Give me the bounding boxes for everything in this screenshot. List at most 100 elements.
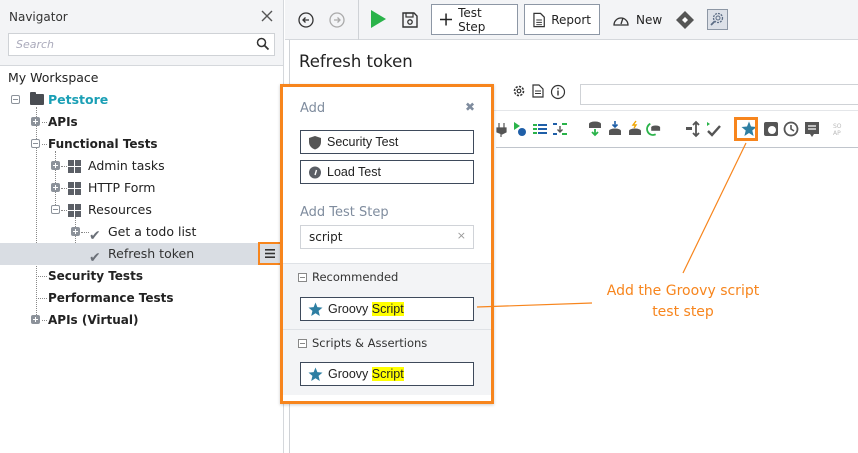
star-icon xyxy=(308,367,323,381)
save-disk-icon[interactable] xyxy=(400,10,420,30)
search-icon[interactable] xyxy=(256,37,270,51)
close-icon[interactable]: ✖ xyxy=(464,100,475,114)
svg-text:AP: AP xyxy=(833,130,841,137)
tree-item-petstore[interactable]: Petstore xyxy=(0,89,284,111)
tree-item-admin-tasks[interactable]: Admin tasks xyxy=(0,155,284,177)
add-security-test-button[interactable]: Security Test xyxy=(300,130,474,154)
add-test-step-heading: Add Test Step xyxy=(300,205,389,220)
tree-item-label: Refresh token xyxy=(108,246,195,261)
expand-icon[interactable] xyxy=(51,183,60,192)
info-icon[interactable] xyxy=(550,84,566,100)
new-label: New xyxy=(636,12,663,27)
tree-item-label: Security Tests xyxy=(48,269,143,283)
forward-arrow-icon[interactable] xyxy=(327,10,347,30)
gauge-icon xyxy=(309,166,321,179)
document-icon[interactable] xyxy=(532,84,544,98)
section-header-scripts-assertions[interactable]: Scripts & Assertions xyxy=(298,336,427,350)
expand-icon[interactable] xyxy=(31,117,40,126)
tree-item-label: Functional Tests xyxy=(48,137,158,151)
search-input[interactable] xyxy=(9,34,244,55)
tree-item-get-a-todo-list[interactable]: ✔ Get a todo list xyxy=(0,221,284,244)
tree-connector xyxy=(61,166,67,167)
tree-item-apis[interactable]: APIs xyxy=(0,111,284,133)
plug-icon[interactable] xyxy=(495,120,511,138)
tree-item-my-workspace[interactable]: My Workspace xyxy=(0,67,284,89)
collapse-icon[interactable] xyxy=(11,95,20,104)
clear-search-icon[interactable]: × xyxy=(456,229,466,242)
discover-button[interactable] xyxy=(707,9,728,30)
collapse-icon[interactable] xyxy=(51,205,60,214)
assertion-icon[interactable] xyxy=(705,120,721,138)
dataloop-icon[interactable] xyxy=(645,120,661,138)
groovy-script-item-scripts[interactable]: Groovy Script xyxy=(300,362,474,386)
tree-item-label: Resources xyxy=(88,202,152,217)
report-button[interactable]: Report xyxy=(524,4,600,35)
tree-item-label: Admin tasks xyxy=(88,158,165,173)
main-toolbar: Test Step Report New xyxy=(285,0,858,40)
expand-icon[interactable] xyxy=(31,315,40,324)
description-input[interactable] xyxy=(580,84,858,105)
tree-connector xyxy=(36,107,37,321)
search-match-highlight: Script xyxy=(371,302,404,316)
test-suite-icon xyxy=(68,182,81,195)
endpoint-diamond-icon[interactable] xyxy=(675,10,695,30)
tree-item-resources[interactable]: Resources xyxy=(0,199,284,221)
tree-connector xyxy=(42,320,47,321)
collapse-icon xyxy=(298,272,307,282)
tree-item-apis-virtual[interactable]: APIs (Virtual) xyxy=(0,309,284,331)
groovy-script-star-icon[interactable] xyxy=(741,120,757,138)
properties-transfer-icon[interactable] xyxy=(552,120,568,138)
tree-item-security-tests[interactable]: Security Tests xyxy=(0,265,284,287)
expand-icon[interactable] xyxy=(51,161,60,170)
tree-connector xyxy=(61,210,67,211)
back-arrow-icon[interactable] xyxy=(296,10,316,30)
datasink-icon[interactable] xyxy=(607,120,623,138)
collapse-icon[interactable] xyxy=(31,139,40,148)
test-step-search-input[interactable] xyxy=(301,226,451,248)
highlight-box xyxy=(734,117,758,141)
item-label: Groovy xyxy=(328,302,372,316)
settings-gear-icon[interactable] xyxy=(512,84,526,98)
tree-item-functional-tests[interactable]: Functional Tests xyxy=(0,133,284,155)
callout-line-2: test step xyxy=(652,304,714,320)
tree-connector xyxy=(42,122,47,123)
test-step-search: × xyxy=(300,225,474,249)
run-step-icon[interactable] xyxy=(512,120,528,138)
collapse-icon xyxy=(298,338,307,348)
tree-item-label: APIs xyxy=(48,115,78,129)
add-test-step-button[interactable]: Test Step xyxy=(431,4,518,35)
page-title: Refresh token xyxy=(299,52,413,71)
search-match-highlight: Script xyxy=(371,367,404,381)
expand-icon[interactable] xyxy=(71,227,80,236)
tree-item-http-form[interactable]: HTTP Form xyxy=(0,177,284,199)
tree-connector xyxy=(42,144,47,145)
list-icon[interactable] xyxy=(532,120,548,138)
new-load-test-button[interactable]: New xyxy=(612,4,662,35)
divider xyxy=(290,110,858,111)
datagen-icon[interactable] xyxy=(627,120,643,138)
navigator-header: Navigator xyxy=(0,0,283,66)
comment-icon[interactable] xyxy=(804,120,820,138)
tree-connector xyxy=(81,232,89,233)
close-icon[interactable] xyxy=(261,7,273,26)
section-recommended: Recommended Groovy Script xyxy=(283,263,491,329)
report-label: Report xyxy=(551,12,591,27)
toolbar-separator xyxy=(358,0,359,40)
tree-item-refresh-token[interactable]: ✔ Refresh token xyxy=(0,243,258,266)
datasource-icon[interactable] xyxy=(587,120,603,138)
clock-icon[interactable] xyxy=(783,120,799,138)
run-play-icon[interactable] xyxy=(368,9,388,29)
delay-icon[interactable] xyxy=(763,120,779,138)
conditional-goto-icon[interactable] xyxy=(685,120,701,138)
context-menu-button[interactable] xyxy=(258,242,280,265)
star-icon xyxy=(308,302,323,316)
tree-connector xyxy=(55,151,56,209)
add-load-test-button[interactable]: Load Test xyxy=(300,160,474,184)
section-header-recommended[interactable]: Recommended xyxy=(298,270,398,284)
shield-icon xyxy=(309,135,321,149)
groovy-script-item-recommended[interactable]: Groovy Script xyxy=(300,297,474,321)
tree-item-performance-tests[interactable]: Performance Tests xyxy=(0,287,284,309)
discover-magnifier-gear-icon xyxy=(710,12,724,26)
test-case-check-icon: ✔ xyxy=(89,250,101,266)
